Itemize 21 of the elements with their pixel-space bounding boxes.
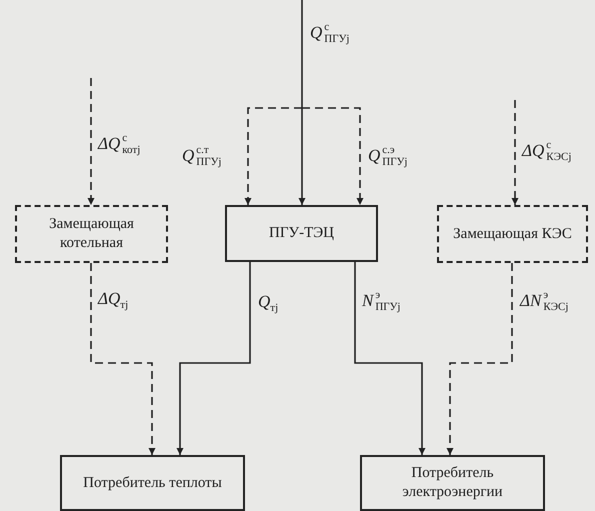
arrow xyxy=(90,263,156,455)
box-label: ПГУ-ТЭЦ xyxy=(268,224,334,243)
process-box xyxy=(225,205,378,262)
arrow xyxy=(88,78,94,205)
process-box xyxy=(60,455,245,511)
arrow xyxy=(354,262,426,455)
arrow xyxy=(446,263,513,455)
box-label: Потребитель электроэнергии xyxy=(401,464,504,502)
box-label: Потребитель теплоты xyxy=(83,474,222,492)
box-label: Замещающая КЭС xyxy=(453,224,572,244)
dashed-box xyxy=(437,205,588,263)
edge-label: ΔQ$_{тj}$ xyxy=(98,290,128,311)
edge-label: Q$_{тj}$ xyxy=(258,293,278,314)
arrow xyxy=(176,262,251,455)
arrow xyxy=(298,0,306,205)
process-box xyxy=(360,455,545,511)
arrow xyxy=(512,100,518,205)
arrow xyxy=(244,107,302,205)
dashed-box xyxy=(15,205,168,263)
arrow xyxy=(302,107,364,205)
box-label: Замещающая котельная xyxy=(48,215,135,253)
